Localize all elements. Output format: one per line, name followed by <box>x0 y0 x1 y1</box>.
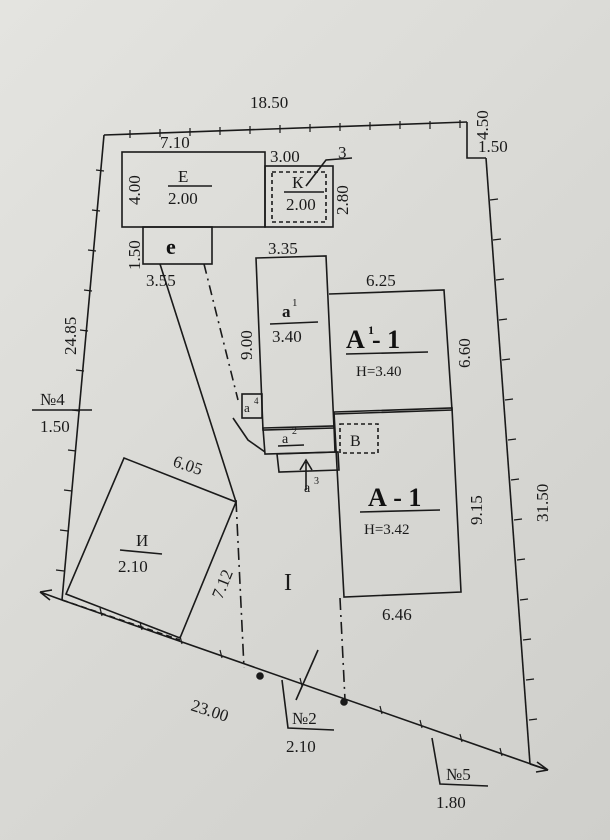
bar-I <box>119 549 163 555</box>
neighbor-n2-value: 2.10 <box>286 737 316 756</box>
K-depth: 2.80 <box>333 185 352 215</box>
neighbor-n2-label: №2 <box>292 709 317 728</box>
marker-dot-1 <box>256 672 264 680</box>
a3-arrow <box>299 458 313 490</box>
dim-right: 31.50 <box>533 484 552 522</box>
bar-A1 <box>359 509 441 513</box>
boundary-dashed <box>61 599 181 641</box>
building-B <box>339 423 379 454</box>
path-link <box>232 417 266 453</box>
dim-top-right-b: 1.50 <box>478 137 508 156</box>
E-height: 2.00 <box>168 189 198 208</box>
A1-width: 6.46 <box>382 605 412 624</box>
bar-a2 <box>277 444 305 447</box>
a1-width: 3.35 <box>268 239 298 258</box>
a4-name: а <box>244 400 250 415</box>
A1prime-sup: 1 <box>368 323 374 337</box>
K-name: К <box>292 173 304 192</box>
neighbor-n5-value: 1.80 <box>436 793 466 812</box>
I-width: 6.05 <box>171 452 205 479</box>
B-name: В <box>350 433 361 450</box>
e-width: 3.55 <box>146 271 176 290</box>
line-right-dashdot <box>339 597 346 701</box>
A1prime-width: 6.25 <box>366 271 396 290</box>
building-A1 <box>333 407 462 598</box>
A1prime-depth: 6.60 <box>455 338 474 368</box>
building-I <box>64 456 238 640</box>
arrow-left <box>39 589 63 601</box>
dim-top: 18.50 <box>250 93 288 112</box>
building-a4 <box>241 393 263 419</box>
building-A1prime <box>328 289 453 415</box>
a2-sup: 2 <box>292 426 297 437</box>
E-depth: 4.00 <box>125 175 144 205</box>
marker-dot-2 <box>340 698 348 706</box>
building-K <box>264 165 334 228</box>
a4-sup: 4 <box>254 396 259 406</box>
plot-boundary-bottom <box>61 599 549 771</box>
building-a3 <box>276 451 340 473</box>
plot-boundary-left <box>61 134 105 601</box>
e-name: е <box>166 234 176 259</box>
A1prime-name: А <box>346 325 365 354</box>
e-depth: 1.50 <box>125 240 144 270</box>
line-left-dashdot <box>235 499 245 669</box>
a3-sup: 3 <box>314 476 319 487</box>
dim-top-right-a: 4.50 <box>473 110 492 140</box>
I-depth: 7.12 <box>208 567 237 602</box>
yard-label: I <box>284 570 292 596</box>
A1-height: Н=3.42 <box>364 522 410 538</box>
plot-boundary-right <box>485 157 531 765</box>
walkway-left <box>159 263 237 503</box>
boundary-ticks <box>55 120 538 757</box>
bar-A1prime <box>345 351 429 355</box>
neighbor-n4-value: 1.50 <box>40 417 70 436</box>
A1-name: А - 1 <box>368 483 421 512</box>
A1-depth: 9.15 <box>467 495 486 525</box>
leader-n5 <box>431 737 489 787</box>
plot-boundary-notch <box>466 122 486 159</box>
bar-a1 <box>269 321 319 325</box>
dim-left: 24.85 <box>61 317 80 355</box>
A1prime-height: Н=3.40 <box>356 364 402 380</box>
leader-n2 <box>281 679 335 731</box>
a2-name: а <box>282 432 289 447</box>
building-e <box>142 226 213 265</box>
a3-name: а <box>304 481 311 496</box>
neighbor-n4-label: №4 <box>40 390 65 409</box>
K-marker: 3 <box>338 143 347 162</box>
I-name: И <box>136 531 148 550</box>
a1-depth: 9.00 <box>237 330 256 360</box>
building-K-dashed <box>271 171 327 223</box>
walkway-right <box>203 263 239 401</box>
A1prime-suffix: - 1 <box>372 325 400 354</box>
neighbor-n5-label: №5 <box>446 765 471 784</box>
K-width: 3.00 <box>270 147 300 166</box>
K-height: 2.00 <box>286 195 316 214</box>
dim-bottom: 23.00 <box>189 696 231 726</box>
a1-sup: 1 <box>292 297 298 309</box>
plot-boundary-top <box>103 121 468 136</box>
E-width: 7.10 <box>160 133 190 152</box>
E-name: Е <box>178 167 188 186</box>
arrow-right <box>529 761 549 773</box>
path-to-n2 <box>295 649 319 701</box>
a1-height: 3.40 <box>272 327 302 346</box>
leader-K <box>305 157 353 187</box>
I-height: 2.10 <box>118 557 148 576</box>
a1-name: а <box>282 302 291 321</box>
